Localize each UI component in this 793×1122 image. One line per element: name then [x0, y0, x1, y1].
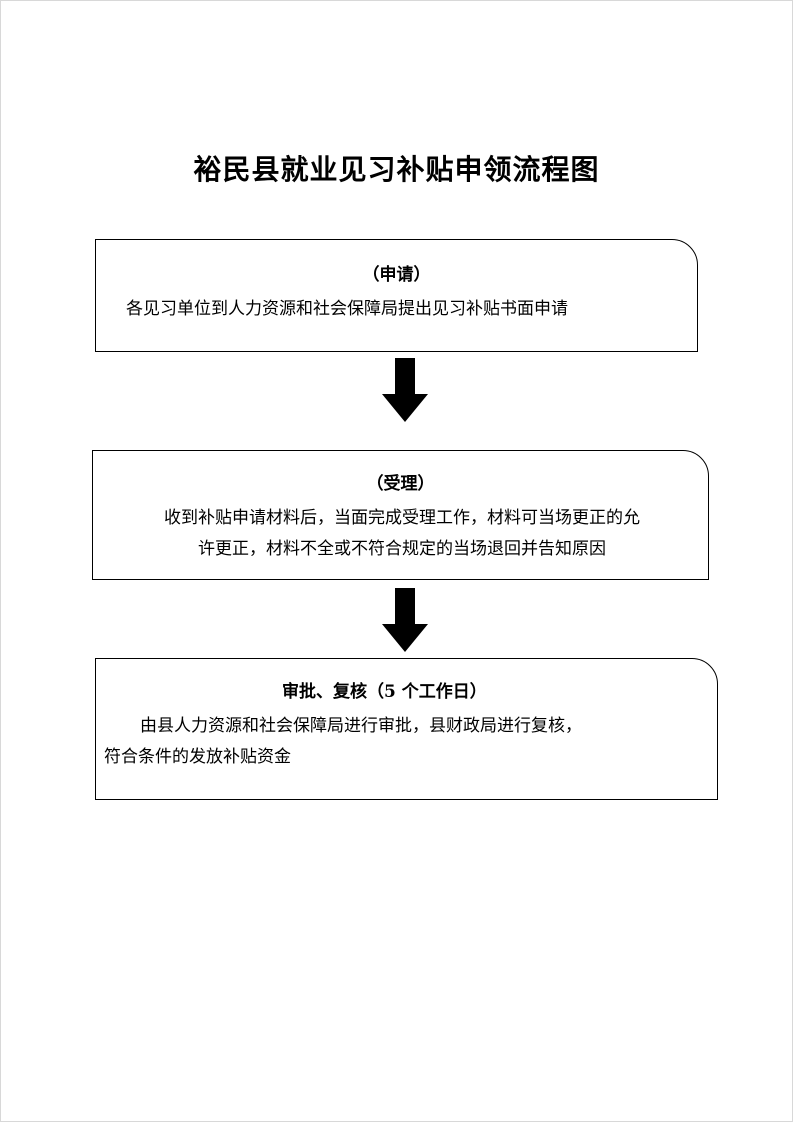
step-box-accept: （受理） 收到补贴申请材料后，当面完成受理工作，材料可当场更正的允 许更正，材料… [92, 450, 709, 580]
step-text-line: 由县人力资源和社会保障局进行审批，县财政局进行复核， [140, 716, 582, 736]
step-text-line: 各见习单位到人力资源和社会保障局提出见习补贴书面申请 [126, 299, 568, 319]
step-heading-apply: （申请） [362, 265, 431, 285]
down-arrow-icon [382, 588, 428, 652]
step-heading-accept: （受理） [366, 474, 435, 494]
step-text-line: 许更正，材料不全或不符合规定的当场退回并告知原因 [198, 538, 606, 559]
step-box-apply: （申请） 各见习单位到人力资源和社会保障局提出见习补贴书面申请 [95, 239, 698, 352]
step-text-line: 收到补贴申请材料后，当面完成受理工作，材料可当场更正的允 [164, 508, 640, 528]
step-text-accept: 收到补贴申请材料后，当面完成受理工作，材料可当场更正的允 许更正，材料不全或不符… [103, 503, 701, 564]
step-heading-approve: 审批、复核（5 个工作日） [282, 682, 487, 702]
step-text-line: 符合条件的发放补贴资金 [104, 746, 291, 767]
step-text-apply: 各见习单位到人力资源和社会保障局提出见习补贴书面申请 [126, 294, 686, 325]
page-title: 裕民县就业见习补贴申领流程图 [193, 153, 600, 186]
step-text-approve: 由县人力资源和社会保障局进行审批，县财政局进行复核， 符合条件的发放补贴资金 [104, 711, 709, 772]
down-arrow-icon [382, 358, 428, 422]
step-box-approve: 审批、复核（5 个工作日） 由县人力资源和社会保障局进行审批，县财政局进行复核，… [95, 658, 718, 800]
